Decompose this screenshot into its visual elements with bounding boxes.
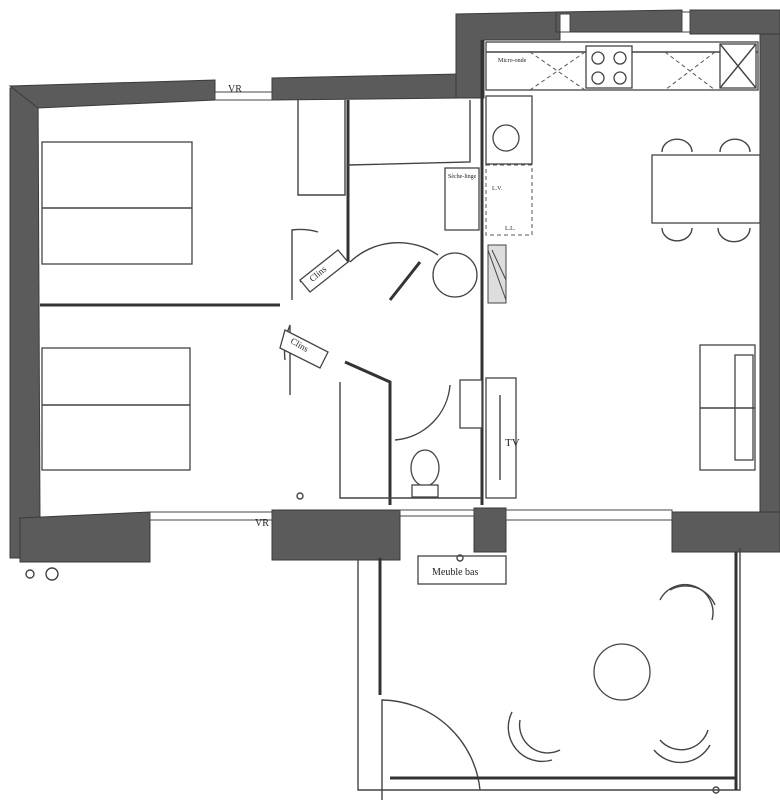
vr-bottom-label: VR (255, 518, 269, 529)
shower-icon: Sèche-linge (432, 167, 480, 298)
placard-1: Clins (299, 249, 349, 293)
tv-label: TV (505, 437, 520, 449)
vr-top-label: VR (228, 84, 242, 95)
bed-bottom (41, 347, 191, 471)
kitchen-sink: L.V. L.L. (485, 95, 533, 236)
chair-icon (661, 138, 751, 243)
toilet-icon (410, 449, 440, 498)
meuble-bas-label: Meuble bas (432, 567, 478, 578)
lave-linge-label: L.L. (505, 226, 516, 232)
lave-vaisselle-label: L.V. (492, 186, 503, 192)
washing-machine-label: Sèche-linge (448, 174, 477, 180)
outer-walls (8, 9, 780, 563)
outlet-symbols (25, 492, 720, 794)
sink-icon (459, 379, 483, 429)
terrace-table (593, 643, 651, 701)
sofa-icon (699, 344, 756, 471)
tv-unit: TV (485, 377, 520, 499)
table-icon (651, 154, 761, 224)
cooktop-icon (585, 45, 633, 89)
bed-top (41, 141, 193, 265)
micro-onde-label: Micro-onde (498, 58, 527, 64)
placard-2: Clins (279, 329, 329, 369)
terrace: Meuble bas (357, 548, 741, 791)
